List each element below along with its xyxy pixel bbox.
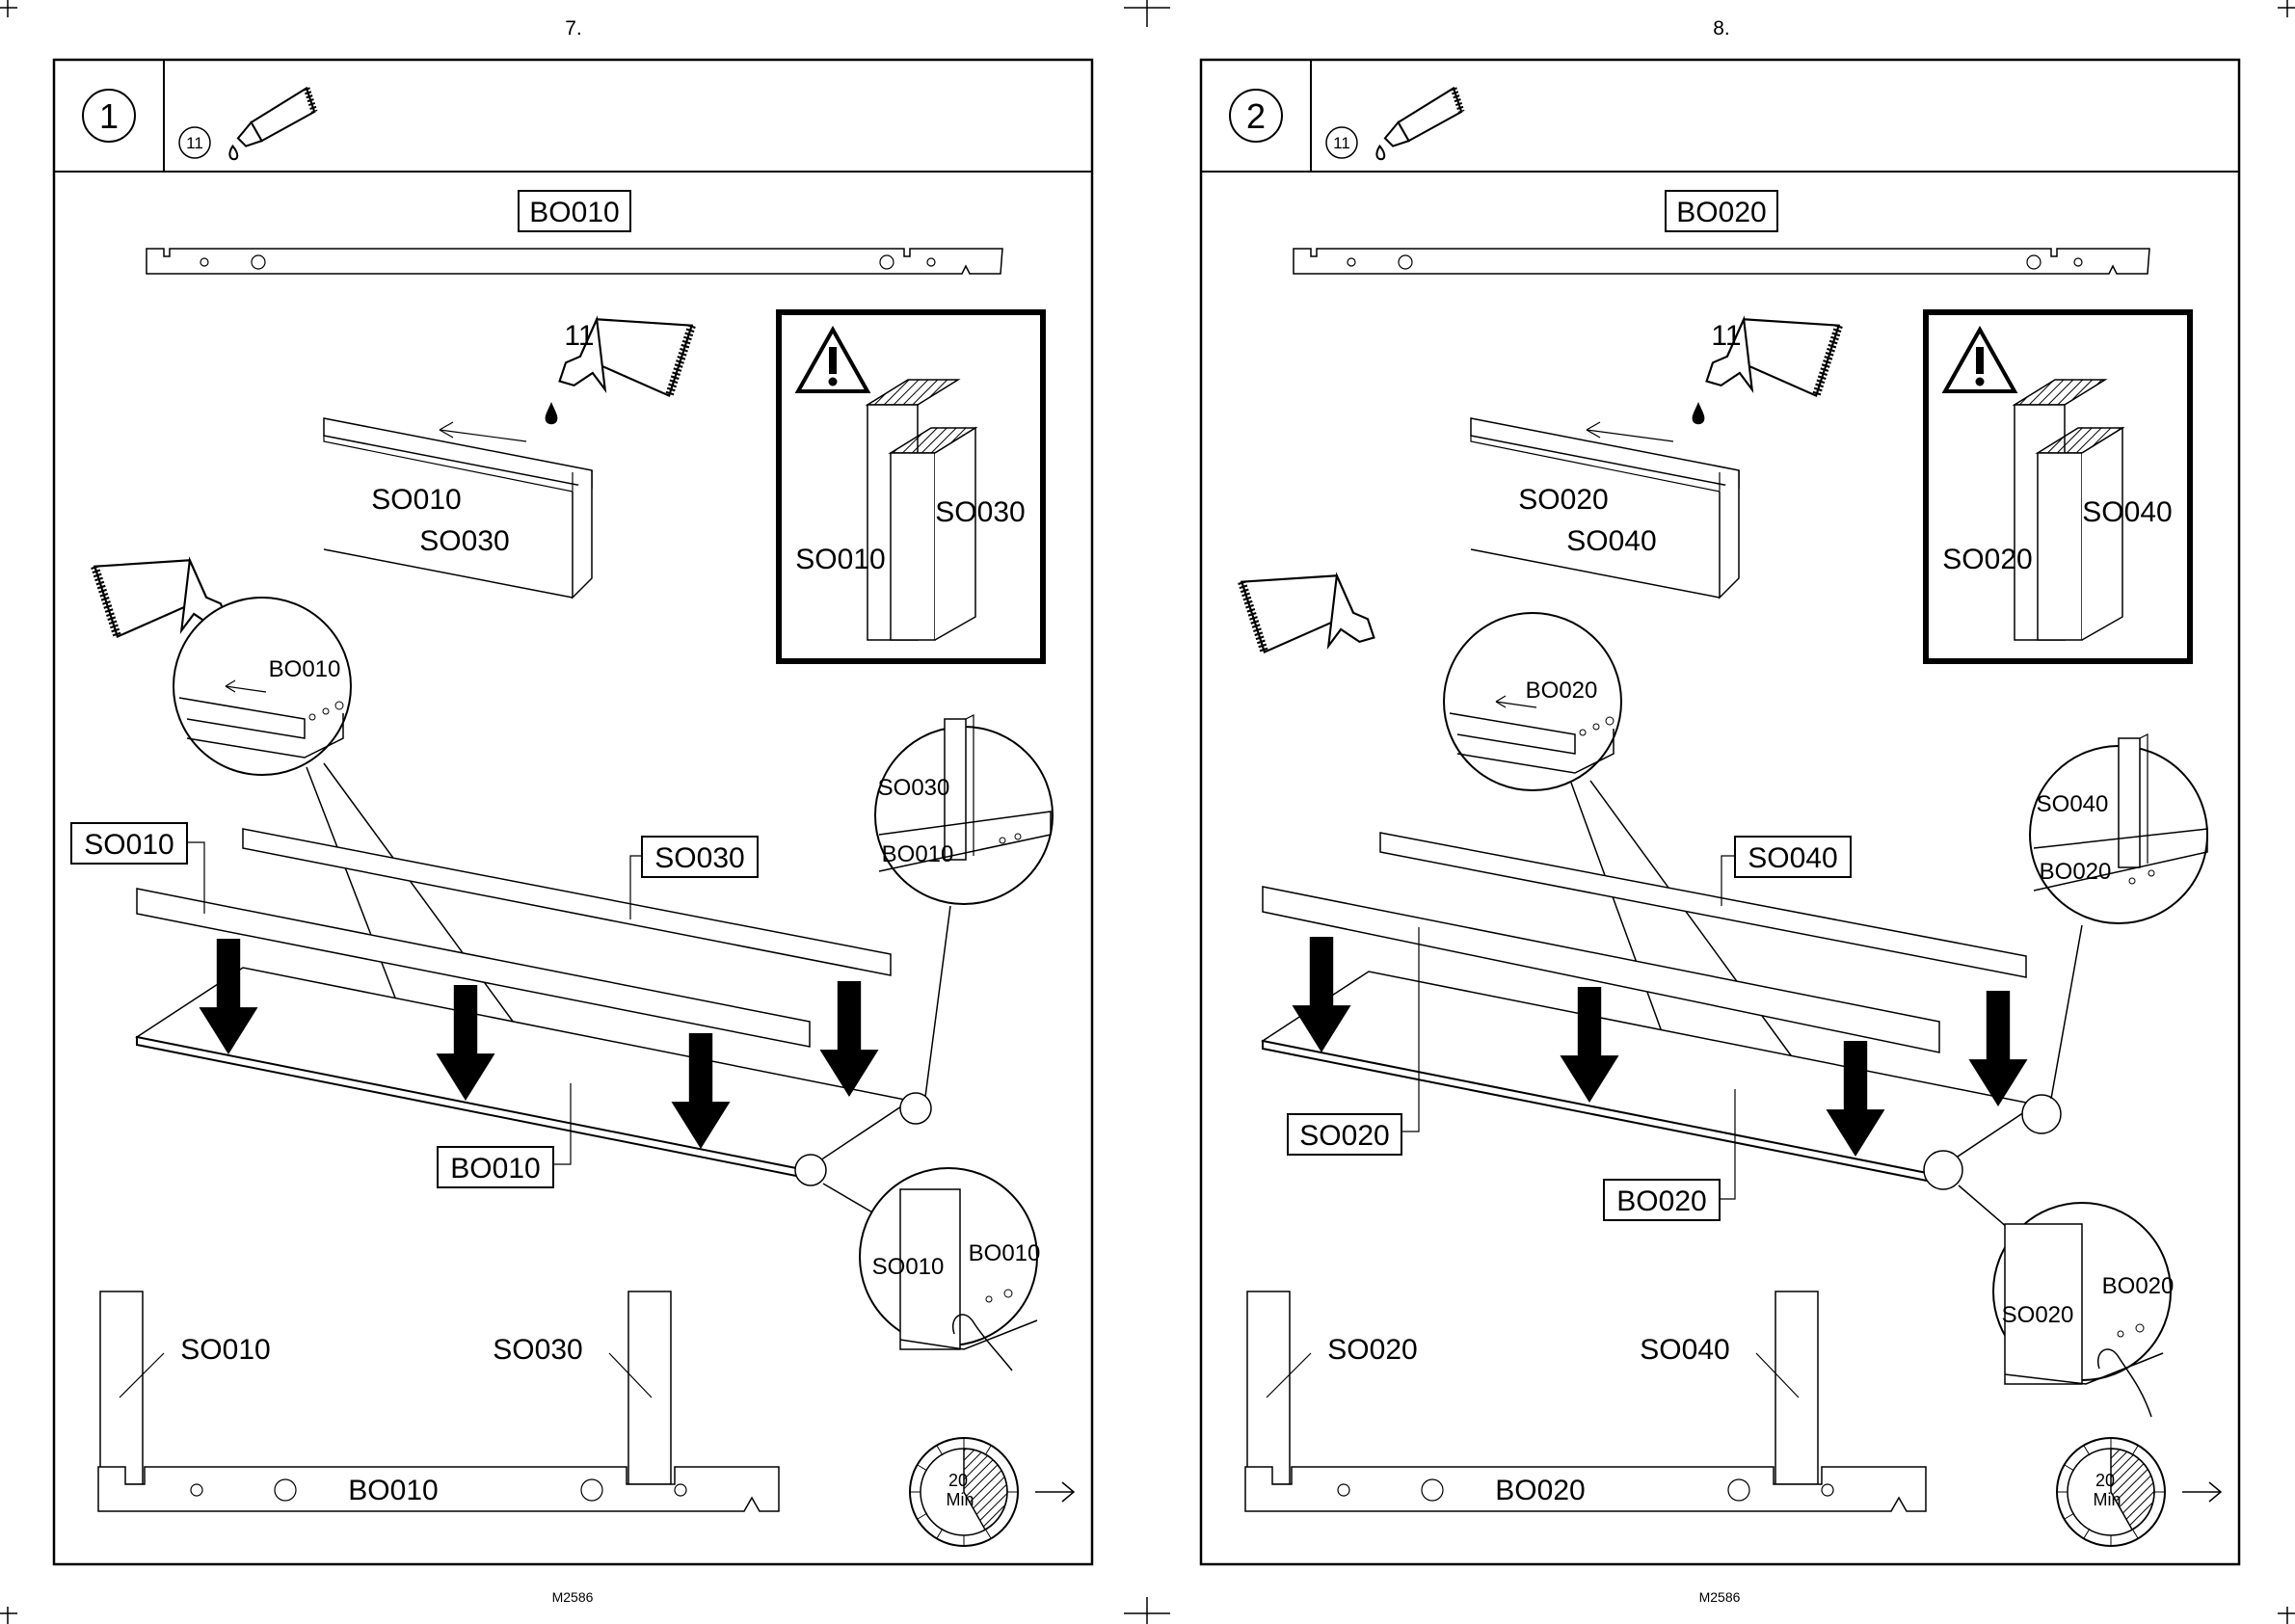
step-number: 1 [99,96,119,136]
glue-callout: 11 [564,320,594,352]
warning-box: SO020 SO040 [1926,312,2190,661]
bottom-label-base: BO020 [1495,1475,1585,1506]
assembly-diagram: BO010 SO030 BO010 [71,560,1053,1371]
timer-unit: Min [2093,1490,2121,1509]
drop-icon [546,402,558,424]
glue-ref-number: 11 [1333,134,1350,152]
strip-label-2: SO040 [1566,525,1656,557]
page-7: 7. 1 11 BO010 11 SO010 SO030 [54,17,1092,1605]
assembly-label-back: SO030 [654,842,744,874]
footer-code: M2586 [552,1589,594,1605]
assembly-label-back: SO040 [1748,842,1837,874]
drop-icon [1693,402,1705,424]
assembly-label-base: BO010 [450,1153,540,1185]
bottom-label-left: SO020 [1327,1334,1417,1366]
timer-clock-icon: 20 Min [910,1438,1018,1546]
warning-label-left: SO010 [795,544,885,575]
glued-strip-diagram: 11 SO020 SO040 [1471,319,1839,598]
bottom-label-right: SO030 [493,1334,582,1366]
timer-value: 20 [2095,1471,2115,1490]
glue-tube-icon [1241,575,1374,652]
rail-profile [1294,249,2149,274]
timer-unit: Min [946,1490,974,1509]
step-number: 2 [1246,96,1266,136]
zoom-label-upper-b: BO020 [2040,859,2112,885]
page-number: 7. [565,17,582,40]
page-8: 8. 2 11 BO020 11 SO020 SO040 [1201,17,2239,1605]
zoom-label-upper-a: SO040 [2037,791,2109,817]
down-arrow [820,981,879,1097]
glue-callout: 11 [1711,320,1741,352]
assembly-label-base: BO020 [1616,1185,1706,1217]
bottom-label-left: SO010 [180,1334,270,1366]
bottom-label-base: BO010 [348,1475,438,1506]
warning-label-left: SO020 [1942,544,2032,575]
zoom-label-upper-a: SO030 [878,775,950,801]
warning-box: SO010 SO030 [779,312,1043,661]
zoom-label-glue: BO010 [269,656,341,682]
glue-ref-number: 11 [186,134,203,152]
assembly-label-front: SO010 [84,829,173,861]
warning-label-right: SO040 [2082,496,2172,528]
bottom-profile: SO010 SO030 BO010 [98,1291,779,1511]
next-arrow-icon [1035,1482,1074,1502]
strip-label-1: SO020 [1518,484,1608,516]
timer-clock-icon: 20 Min [2057,1438,2165,1546]
assembly-diagram: BO020 SO040 BO020 [1241,575,2207,1417]
zoom-label-lower-a: SO020 [2002,1302,2074,1328]
zoom-label-lower-b: BO010 [969,1240,1041,1266]
glue-tube-icon [1376,88,1461,159]
zoom-label-lower-a: SO010 [872,1254,945,1280]
glue-tube-icon [229,88,314,159]
assembly-label-front: SO020 [1299,1120,1389,1152]
rail-label: BO010 [529,197,619,228]
glued-strip-diagram: 11 SO010 SO030 [324,319,692,598]
strip-label-1: SO010 [371,484,461,516]
bottom-profile: SO020 SO040 BO020 [1245,1291,1926,1511]
down-arrow [1969,991,2028,1106]
bottom-label-right: SO040 [1640,1334,1729,1366]
warning-label-right: SO030 [935,496,1025,528]
zoom-label-glue: BO020 [1526,678,1598,704]
footer-code: M2586 [1699,1589,1741,1605]
page-number: 8. [1713,17,1730,40]
strip-label-2: SO030 [419,525,509,557]
zoom-label-lower-b: BO020 [2102,1273,2175,1299]
rail-label: BO020 [1676,197,1766,228]
rail-profile [147,249,1002,274]
zoom-label-upper-b: BO010 [882,841,954,867]
next-arrow-icon [2182,1482,2221,1502]
timer-value: 20 [948,1471,968,1490]
